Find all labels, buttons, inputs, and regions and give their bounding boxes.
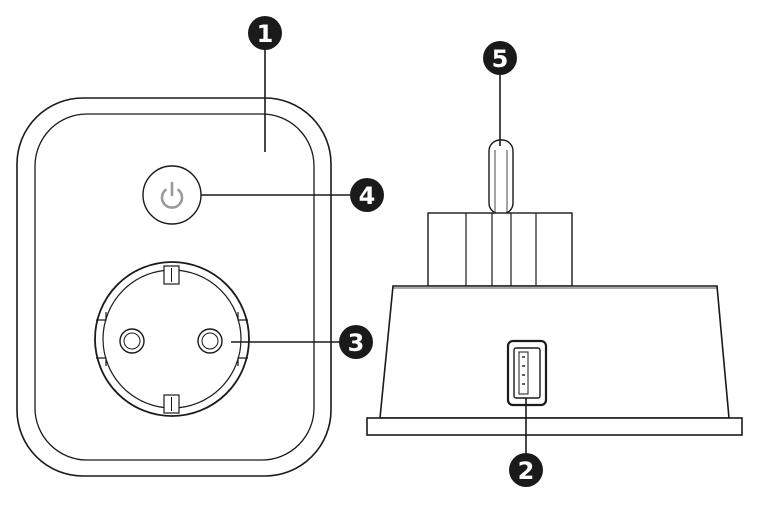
socket-notch-right-bottom xyxy=(237,357,248,366)
callout-3: 3 xyxy=(339,325,373,359)
plug-neck xyxy=(427,212,573,287)
callout-4: 4 xyxy=(350,178,384,212)
power-icon xyxy=(160,181,184,209)
power-button[interactable] xyxy=(142,165,202,225)
side-view xyxy=(366,139,743,436)
callout-3-label: 3 xyxy=(348,329,365,357)
callout-2: 2 xyxy=(509,453,543,487)
callout-1-label: 1 xyxy=(257,20,274,48)
callout-2-label: 2 xyxy=(518,457,535,485)
side-body xyxy=(379,285,730,419)
leader-lines xyxy=(201,49,527,455)
callout-5: 5 xyxy=(483,41,517,75)
socket-outer-ring xyxy=(94,261,250,417)
side-face-plate xyxy=(366,417,743,436)
pin-hole-right-inner xyxy=(201,332,219,350)
callout-4-label: 4 xyxy=(359,182,376,210)
socket-notch-left-top xyxy=(96,312,107,321)
socket-notch-left-bottom xyxy=(96,357,107,366)
callout-1: 1 xyxy=(248,16,282,50)
pin-hole-left-inner xyxy=(123,332,141,350)
callout-5-label: 5 xyxy=(492,45,509,73)
front-view xyxy=(16,97,332,477)
plug-pin xyxy=(488,139,514,215)
usb-port-icon[interactable] xyxy=(506,339,548,407)
schuko-socket-icon xyxy=(94,261,250,417)
socket-notch-right-top xyxy=(237,312,248,321)
